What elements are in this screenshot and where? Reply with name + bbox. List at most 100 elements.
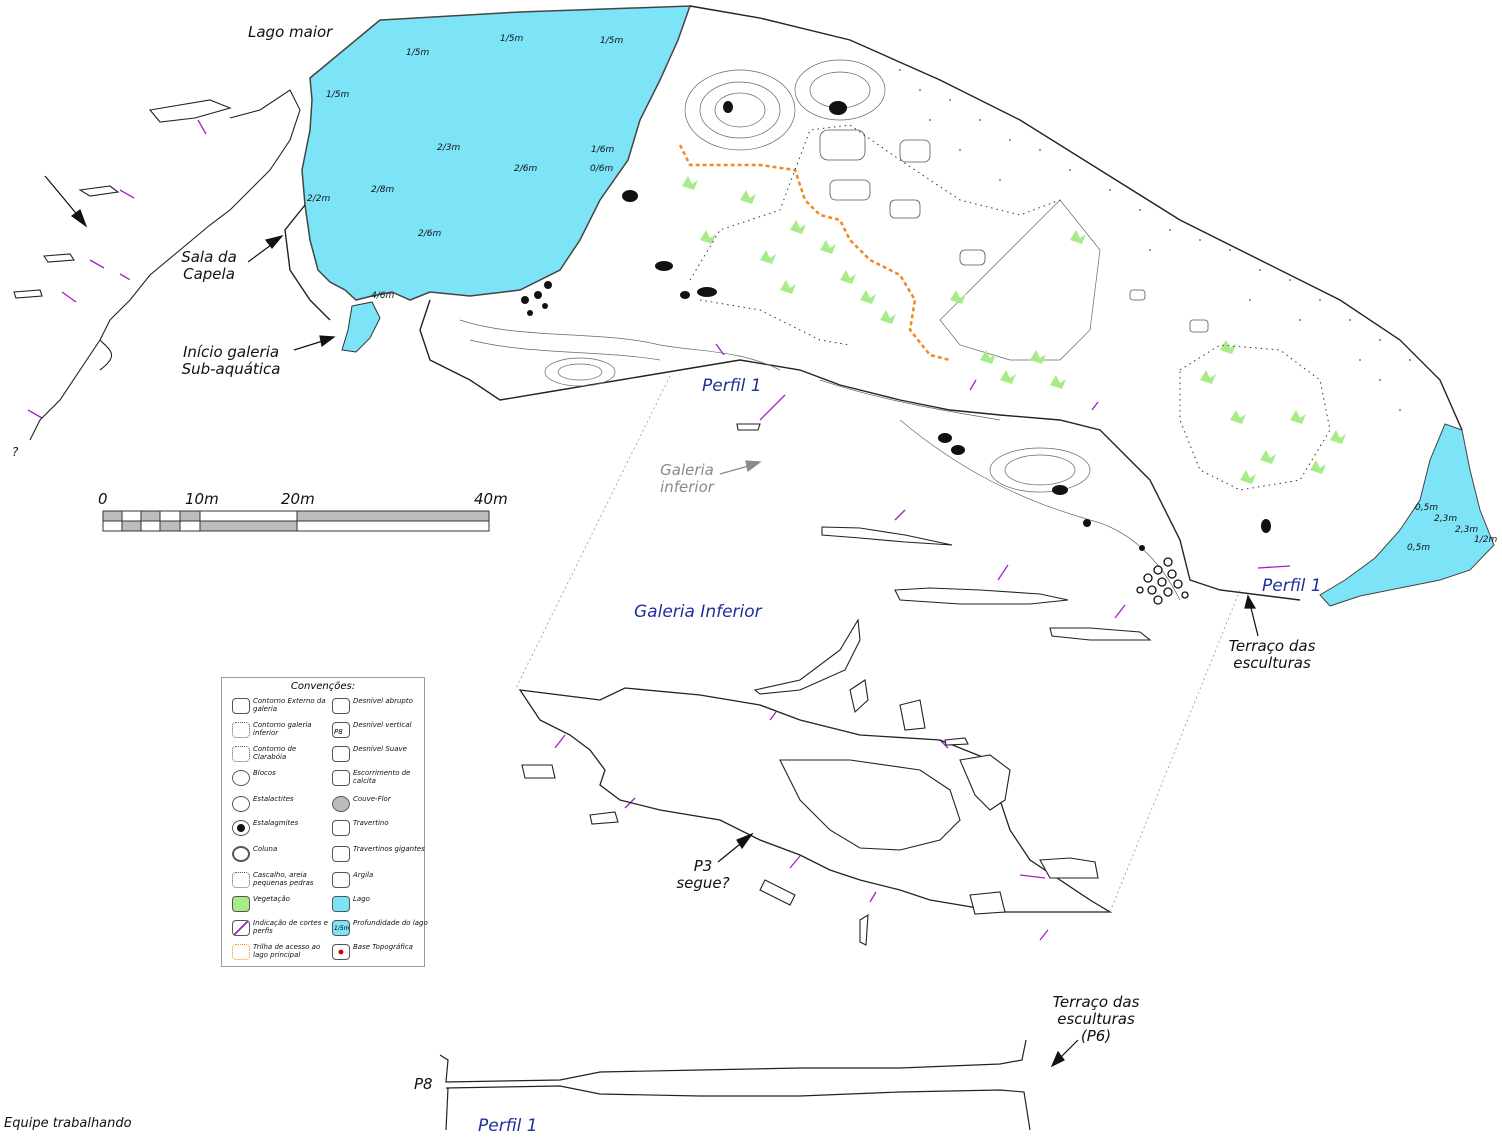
legend-item: Desnível abrupto	[326, 696, 426, 718]
lower-outline-icon	[232, 722, 250, 738]
lake-main	[301, 5, 692, 301]
legend-title: Convenções:	[290, 681, 356, 692]
label-inicio-galeria: Início galeria Sub-aquática	[181, 343, 281, 378]
depth-label: 0,5m	[1415, 503, 1439, 513]
lower-gallery-fragments	[521, 618, 1099, 946]
lake-subaquatic	[341, 301, 381, 353]
legend-item: Contorno de Clarabóia	[226, 744, 326, 766]
legend-item: Trilha de acesso ao lago principal	[226, 942, 326, 964]
access-trail	[678, 144, 951, 362]
legend-item: Coluna	[226, 844, 326, 866]
legend-item: Blocos	[226, 768, 326, 790]
lake-right	[1319, 423, 1495, 607]
depth-label: 1/2m	[1474, 535, 1498, 545]
legend-item: Base Topográfica	[326, 942, 426, 964]
scale-tick: 0	[98, 490, 108, 508]
vegetation-icon	[232, 896, 250, 912]
contour-lines	[459, 59, 1181, 601]
skylight-icon	[232, 746, 250, 762]
legend-item: Escorrimento de calcita	[326, 768, 426, 790]
depth-label: 1/5m	[500, 34, 524, 44]
label-perfil1-top: Perfil 1	[702, 376, 762, 396]
legend-item: Couve-Flor	[326, 794, 426, 816]
scale-bar	[102, 510, 490, 532]
depth-label: 2/8m	[371, 185, 395, 195]
depth-label: 1/5m	[600, 36, 624, 46]
label-perfil1-right: Perfil 1	[1262, 576, 1322, 596]
column-icon	[232, 846, 250, 862]
legend-item: Estalagmites	[226, 818, 326, 840]
steep-drop-icon	[332, 698, 350, 714]
scale-tick: 10m	[185, 490, 219, 508]
depth-label: 1/5m	[326, 90, 350, 100]
scale-tick: 20m	[281, 490, 315, 508]
depth-label: 2/6m	[514, 164, 538, 174]
gravel-icon	[232, 872, 250, 888]
lake-depth-icon: 1/5m	[332, 920, 350, 936]
cave-outline-upper	[284, 5, 1463, 601]
legend-item: Indicação de cortes e perfis	[226, 918, 328, 940]
boulder-icon	[232, 770, 250, 786]
label-galeria-inferior: Galeria Inferior	[634, 602, 762, 622]
label-p3-segue: P3 segue?	[676, 857, 730, 892]
lake-icon	[332, 896, 350, 912]
stalagmite-icon	[232, 820, 250, 836]
label-lago-maior: Lago maior	[248, 23, 333, 41]
scale-tick: 40m	[474, 490, 508, 508]
legend-item: Contorno galeria inferior	[226, 720, 326, 742]
depth-label: 4/6m	[371, 291, 395, 301]
section-mark-icon	[232, 920, 250, 936]
vertical-drop-icon: P8	[332, 722, 350, 738]
depth-label: 1/6m	[591, 145, 615, 155]
legend-item: Desnível Suave	[326, 744, 426, 766]
label-question: ?	[12, 445, 19, 459]
legend-item: Argila	[326, 870, 426, 892]
legend-item: Travertinos gigantes	[326, 844, 426, 866]
legend-item: Lago	[326, 894, 426, 916]
label-p8: P8	[414, 1075, 433, 1093]
depth-label: 1/5m	[406, 48, 430, 58]
depth-label: 2,3m	[1455, 525, 1479, 535]
stalagmites	[521, 101, 1271, 551]
label-sala-capela: Sala da Capela	[181, 248, 237, 283]
calcite-flow-icon	[332, 770, 350, 786]
giant-travertine-icon	[332, 846, 350, 862]
label-terraco-esculturas: Terraço das esculturas	[1228, 637, 1316, 672]
depth-label: 0,5m	[1407, 543, 1431, 553]
lower-gallery-inner	[779, 759, 961, 851]
label-perfil1-bottom: Perfil 1	[478, 1116, 538, 1136]
slabs	[736, 423, 1152, 641]
legend: Convenções: Contorno Externo da galeria …	[221, 677, 428, 967]
skylight-contour	[689, 124, 1331, 491]
label-galeria-inferior-small: Galeria inferior	[660, 461, 714, 496]
stalagmite-cluster	[1136, 557, 1189, 605]
legend-item: Estalactites	[226, 794, 326, 816]
vegetation	[682, 176, 1346, 484]
projection-lines	[514, 375, 1241, 913]
boulders	[819, 129, 1209, 333]
legend-item: Vegetação	[226, 894, 326, 916]
depth-label: 0/6m	[590, 164, 614, 174]
legend-item: Contorno Externo da galeria	[226, 696, 326, 718]
cauliflower-icon	[332, 796, 350, 812]
depth-label: 2/2m	[307, 194, 331, 204]
legend-item: Cascalho, areia pequenas pedras	[226, 870, 326, 892]
gravel-stipple	[899, 69, 1411, 411]
depth-label: 2/3m	[437, 143, 461, 153]
depth-label: 2,3m	[1434, 514, 1458, 524]
label-terraco-p6: Terraço das esculturas (P6)	[1052, 993, 1140, 1045]
label-equipe: Equipe trabalhando	[4, 1116, 132, 1131]
outline-icon	[232, 698, 250, 714]
stalactite-icon	[232, 796, 250, 812]
clay-icon	[332, 872, 350, 888]
legend-item: Travertino	[326, 818, 426, 840]
survey-base-icon	[332, 944, 350, 960]
arrows	[44, 175, 1259, 1068]
travertine-icon	[332, 820, 350, 836]
arrow-gray	[719, 460, 762, 475]
depth-label: 2/6m	[418, 229, 442, 239]
